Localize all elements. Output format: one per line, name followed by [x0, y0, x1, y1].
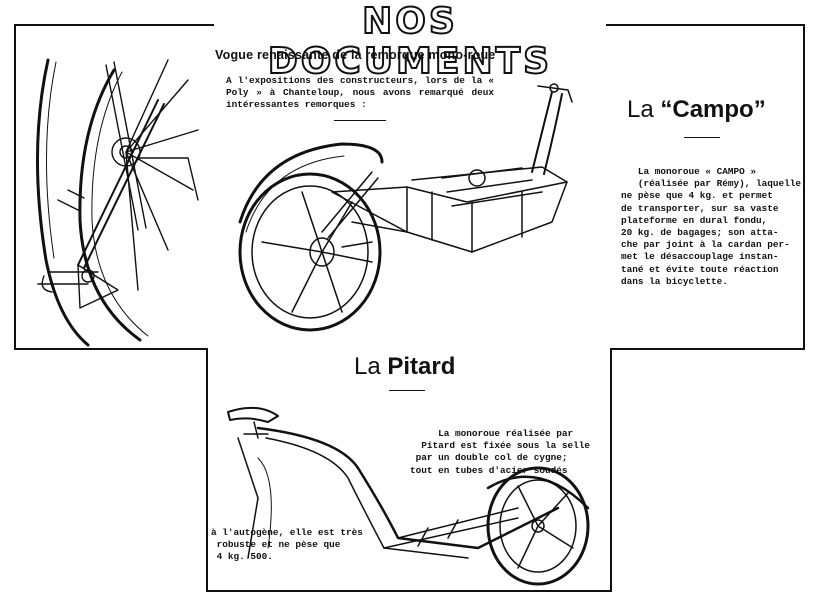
bicycle-hitch-illustration [35, 58, 199, 347]
frame-line-lower-left [206, 348, 208, 591]
pitard-heading: La Pitard [354, 353, 455, 381]
pitard-paragraph: La monoroue réalisée par Pitard est fixé… [410, 428, 591, 476]
intro-rule [334, 120, 386, 121]
frame-line-left [14, 24, 16, 349]
frame-line-right [803, 24, 805, 349]
frame-line-top-right [606, 24, 805, 26]
campo-trailer-illustration [238, 83, 573, 332]
frame-line-mid-left [14, 348, 207, 350]
campo-heading-prefix: La [627, 96, 654, 123]
pitard-rule [389, 390, 425, 391]
frame-line-bottom [206, 590, 612, 592]
pitard-heading-name: Pitard [387, 353, 456, 380]
frame-line-lower-right [610, 348, 612, 591]
campo-heading-name: “Campo” [660, 96, 766, 123]
frame-line-mid-right [611, 348, 805, 350]
article-subtitle: Vogue renaissante de la remorque mono-ro… [215, 48, 496, 62]
pitard-paragraph-continued: à l'autogène, elle est très robuste et n… [211, 527, 363, 563]
pitard-trailer-illustration [227, 406, 590, 586]
campo-rule [684, 137, 720, 138]
campo-paragraph: La monoroue « CAMPO » (réalisée par Rémy… [621, 166, 802, 287]
frame-line-top-left [14, 24, 214, 26]
pitard-heading-prefix: La [354, 353, 381, 380]
campo-heading: La “Campo” [627, 96, 766, 124]
masthead: NOS DOCUMENTS [214, 1, 606, 83]
intro-paragraph: A l'expositions des constructeurs, lors … [226, 75, 494, 110]
